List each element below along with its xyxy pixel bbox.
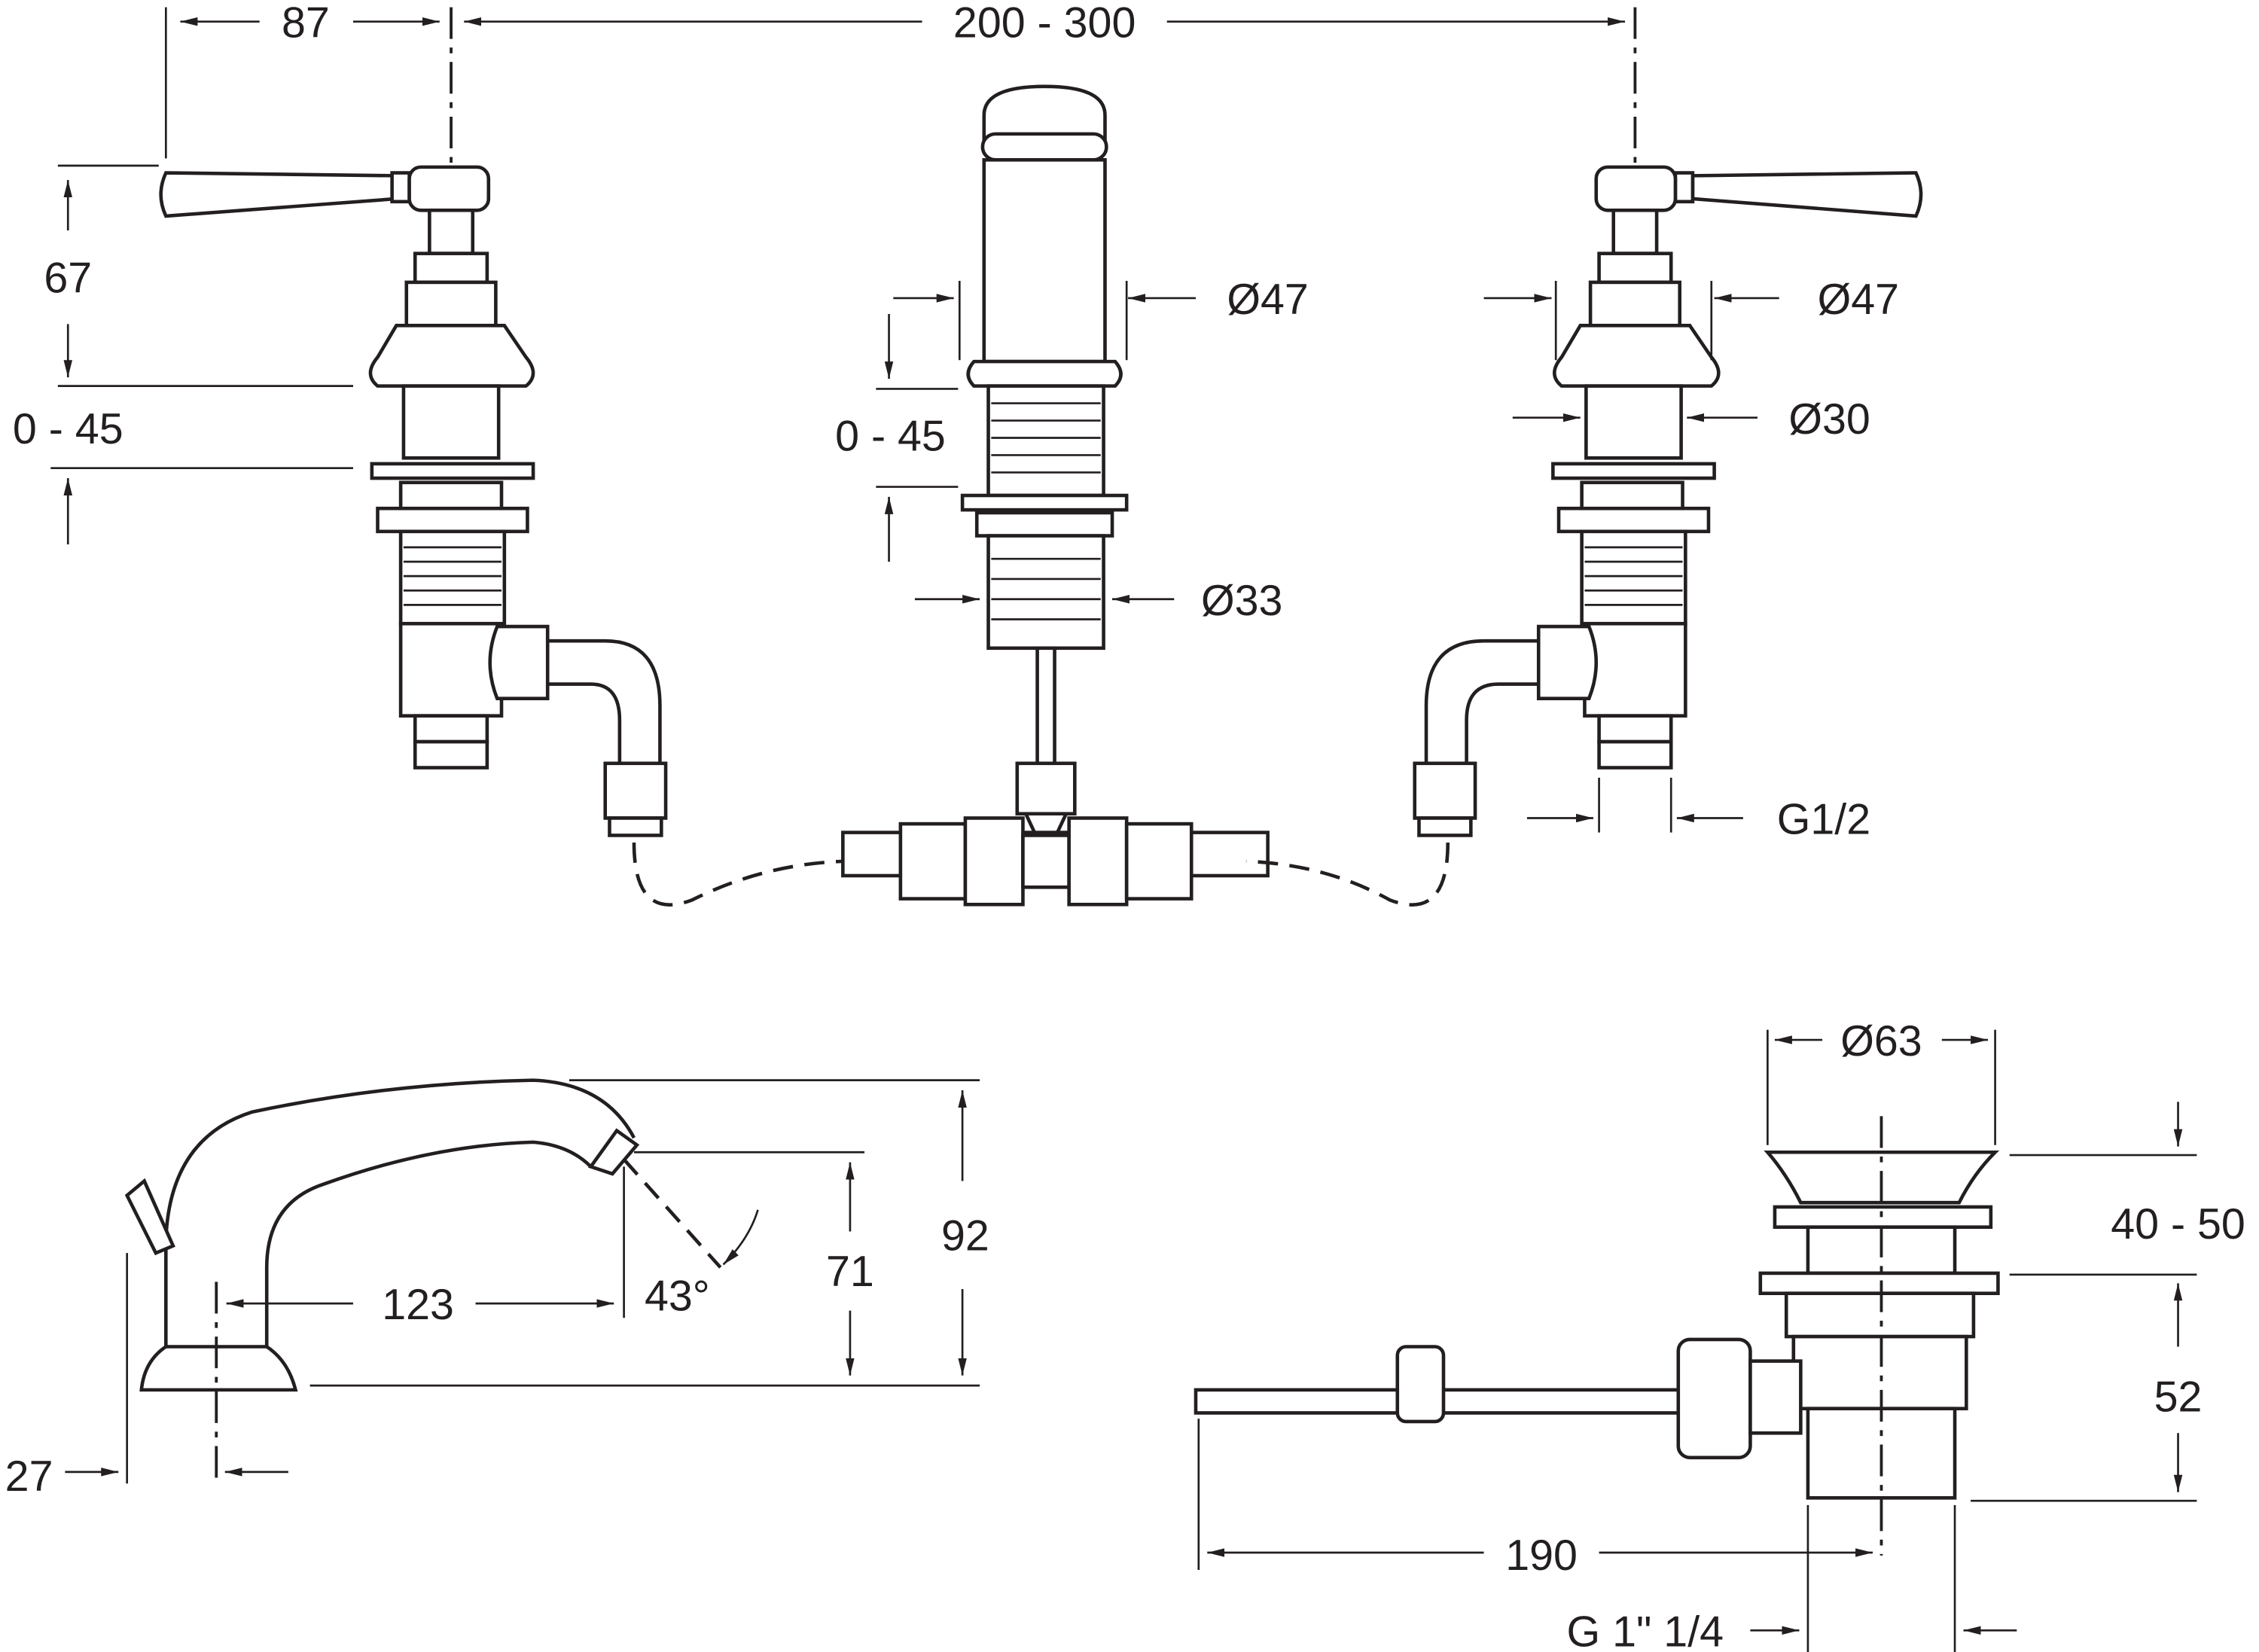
dimension-top: 87 200 - 300 — [164, 0, 1637, 346]
dim-52: 52 — [2154, 1373, 2203, 1422]
popup-waste: Ø63 40 - 50 52 190 G 1" 1/4 — [1194, 1017, 2245, 1652]
dim-g12: G1/2 — [1777, 796, 1870, 844]
dim-40-50: 40 - 50 — [2111, 1200, 2245, 1248]
dim-200-300: 200 - 300 — [953, 0, 1136, 47]
dim-92: 92 — [941, 1212, 989, 1260]
dim-27: 27 — [5, 1452, 53, 1501]
right-valve: Ø47 Ø30 G1/2 — [1245, 165, 1923, 907]
dim-stem-30: Ø30 — [1788, 395, 1870, 443]
dim-43deg: 43° — [645, 1273, 710, 1321]
dim-123: 123 — [382, 1281, 454, 1329]
left-valve: 67 0 - 45 — [13, 164, 843, 907]
dim-shank-33: Ø33 — [1201, 577, 1282, 625]
dim-71: 71 — [826, 1248, 874, 1296]
dim-87: 87 — [282, 0, 330, 47]
dim-left-0-45: 0 - 45 — [13, 405, 123, 453]
center-spout: Ø47 0 - 45 Ø33 — [835, 84, 1309, 907]
dim-67: 67 — [44, 254, 92, 302]
dim-190: 190 — [1505, 1532, 1578, 1580]
dim-center-0-45: 0 - 45 — [835, 413, 946, 461]
dim-63: Ø63 — [1840, 1017, 1922, 1065]
dim-spout-47: Ø47 — [1227, 276, 1308, 324]
side-view-spout: 92 71 123 43° 27 — [5, 1078, 989, 1501]
dim-g114: G 1" 1/4 — [1567, 1608, 1724, 1652]
dim-valve-47: Ø47 — [1818, 276, 1899, 324]
